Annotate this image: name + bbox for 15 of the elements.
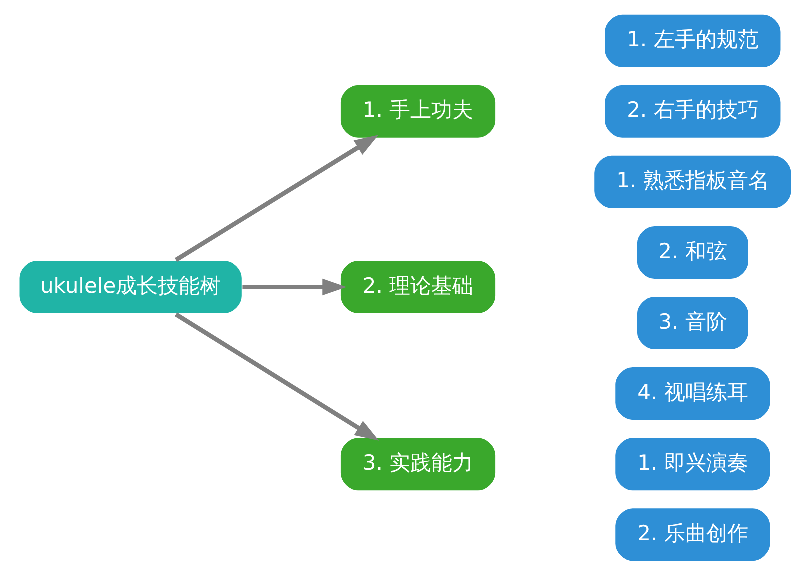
node-box: 2. 乐曲创作 (614, 507, 772, 563)
arrow (242, 278, 346, 296)
arrow (174, 135, 378, 262)
node-box: 3. 实践能力 (338, 436, 497, 492)
node-box: 1. 熟悉指板音名 (592, 154, 792, 210)
node-box: ukulele成长技能树 (18, 259, 243, 316)
node-box: 2. 右手的技巧 (603, 84, 782, 140)
node-box: 1. 手上功夫 (338, 84, 497, 140)
node-box: 4. 视唱练耳 (614, 366, 772, 422)
arrow (174, 312, 379, 441)
node-box: 2. 理论基础 (338, 259, 497, 316)
node-box: 1. 左手的规范 (603, 13, 782, 69)
node-box: 2. 和弦 (635, 224, 750, 280)
node-box: 3. 音阶 (635, 296, 750, 352)
node-box: 1. 即兴演奏 (614, 436, 772, 492)
